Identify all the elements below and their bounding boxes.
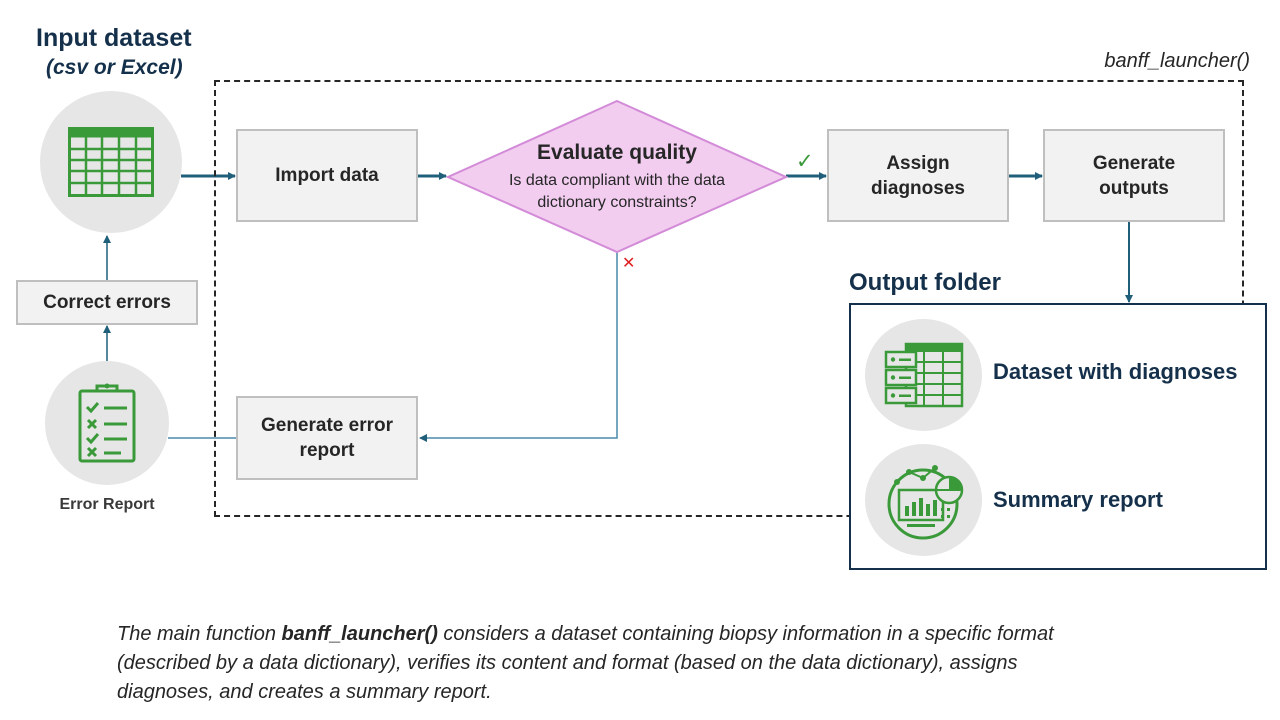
report-dashboard-icon: [887, 465, 963, 540]
dataset-table-icon: [884, 342, 963, 408]
evaluate-quality-question: Is data compliant with the data dictiona…: [508, 172, 726, 211]
correct-errors-box: Correct errors: [16, 280, 198, 325]
dataset-circle: [865, 319, 982, 431]
summary-circle: [865, 444, 982, 556]
generate-outputs-box: Generate outputs: [1043, 129, 1225, 222]
generate-error-report-box: Generate error report: [236, 396, 418, 480]
pass-check-icon: ✓: [796, 149, 814, 173]
launcher-frame: [214, 80, 1244, 517]
caption-text: The main function banff_launcher() consi…: [117, 620, 1117, 707]
input-dataset-circle: [40, 91, 182, 233]
arrow-quality-to-error-report: [419, 251, 618, 442]
launcher-label: banff_launcher(): [1104, 50, 1250, 72]
import-data-box: Import data: [236, 129, 418, 222]
spreadsheet-icon: [68, 127, 154, 197]
input-subtitle: (csv or Excel): [46, 56, 183, 79]
evaluate-quality-diamond: [446, 100, 788, 254]
assign-diagnoses-box: Assign diagnoses: [827, 129, 1009, 222]
evaluate-quality-title: Evaluate quality: [537, 141, 697, 164]
error-report-label: Error Report: [59, 496, 155, 513]
clipboard-checklist-icon: [78, 383, 136, 463]
fail-cross-icon: ✕: [622, 253, 636, 272]
output-item-summary-label: Summary report: [993, 487, 1163, 512]
error-report-circle: [45, 361, 169, 485]
output-item-dataset-label: Dataset with diagnoses: [993, 359, 1238, 384]
output-folder-title: Output folder: [849, 269, 1001, 296]
input-title: Input dataset: [36, 24, 192, 52]
caption-function: banff_launcher(): [281, 623, 438, 645]
caption-post: considers a dataset containing biopsy in…: [117, 623, 1054, 703]
caption-pre: The main function: [117, 623, 282, 645]
